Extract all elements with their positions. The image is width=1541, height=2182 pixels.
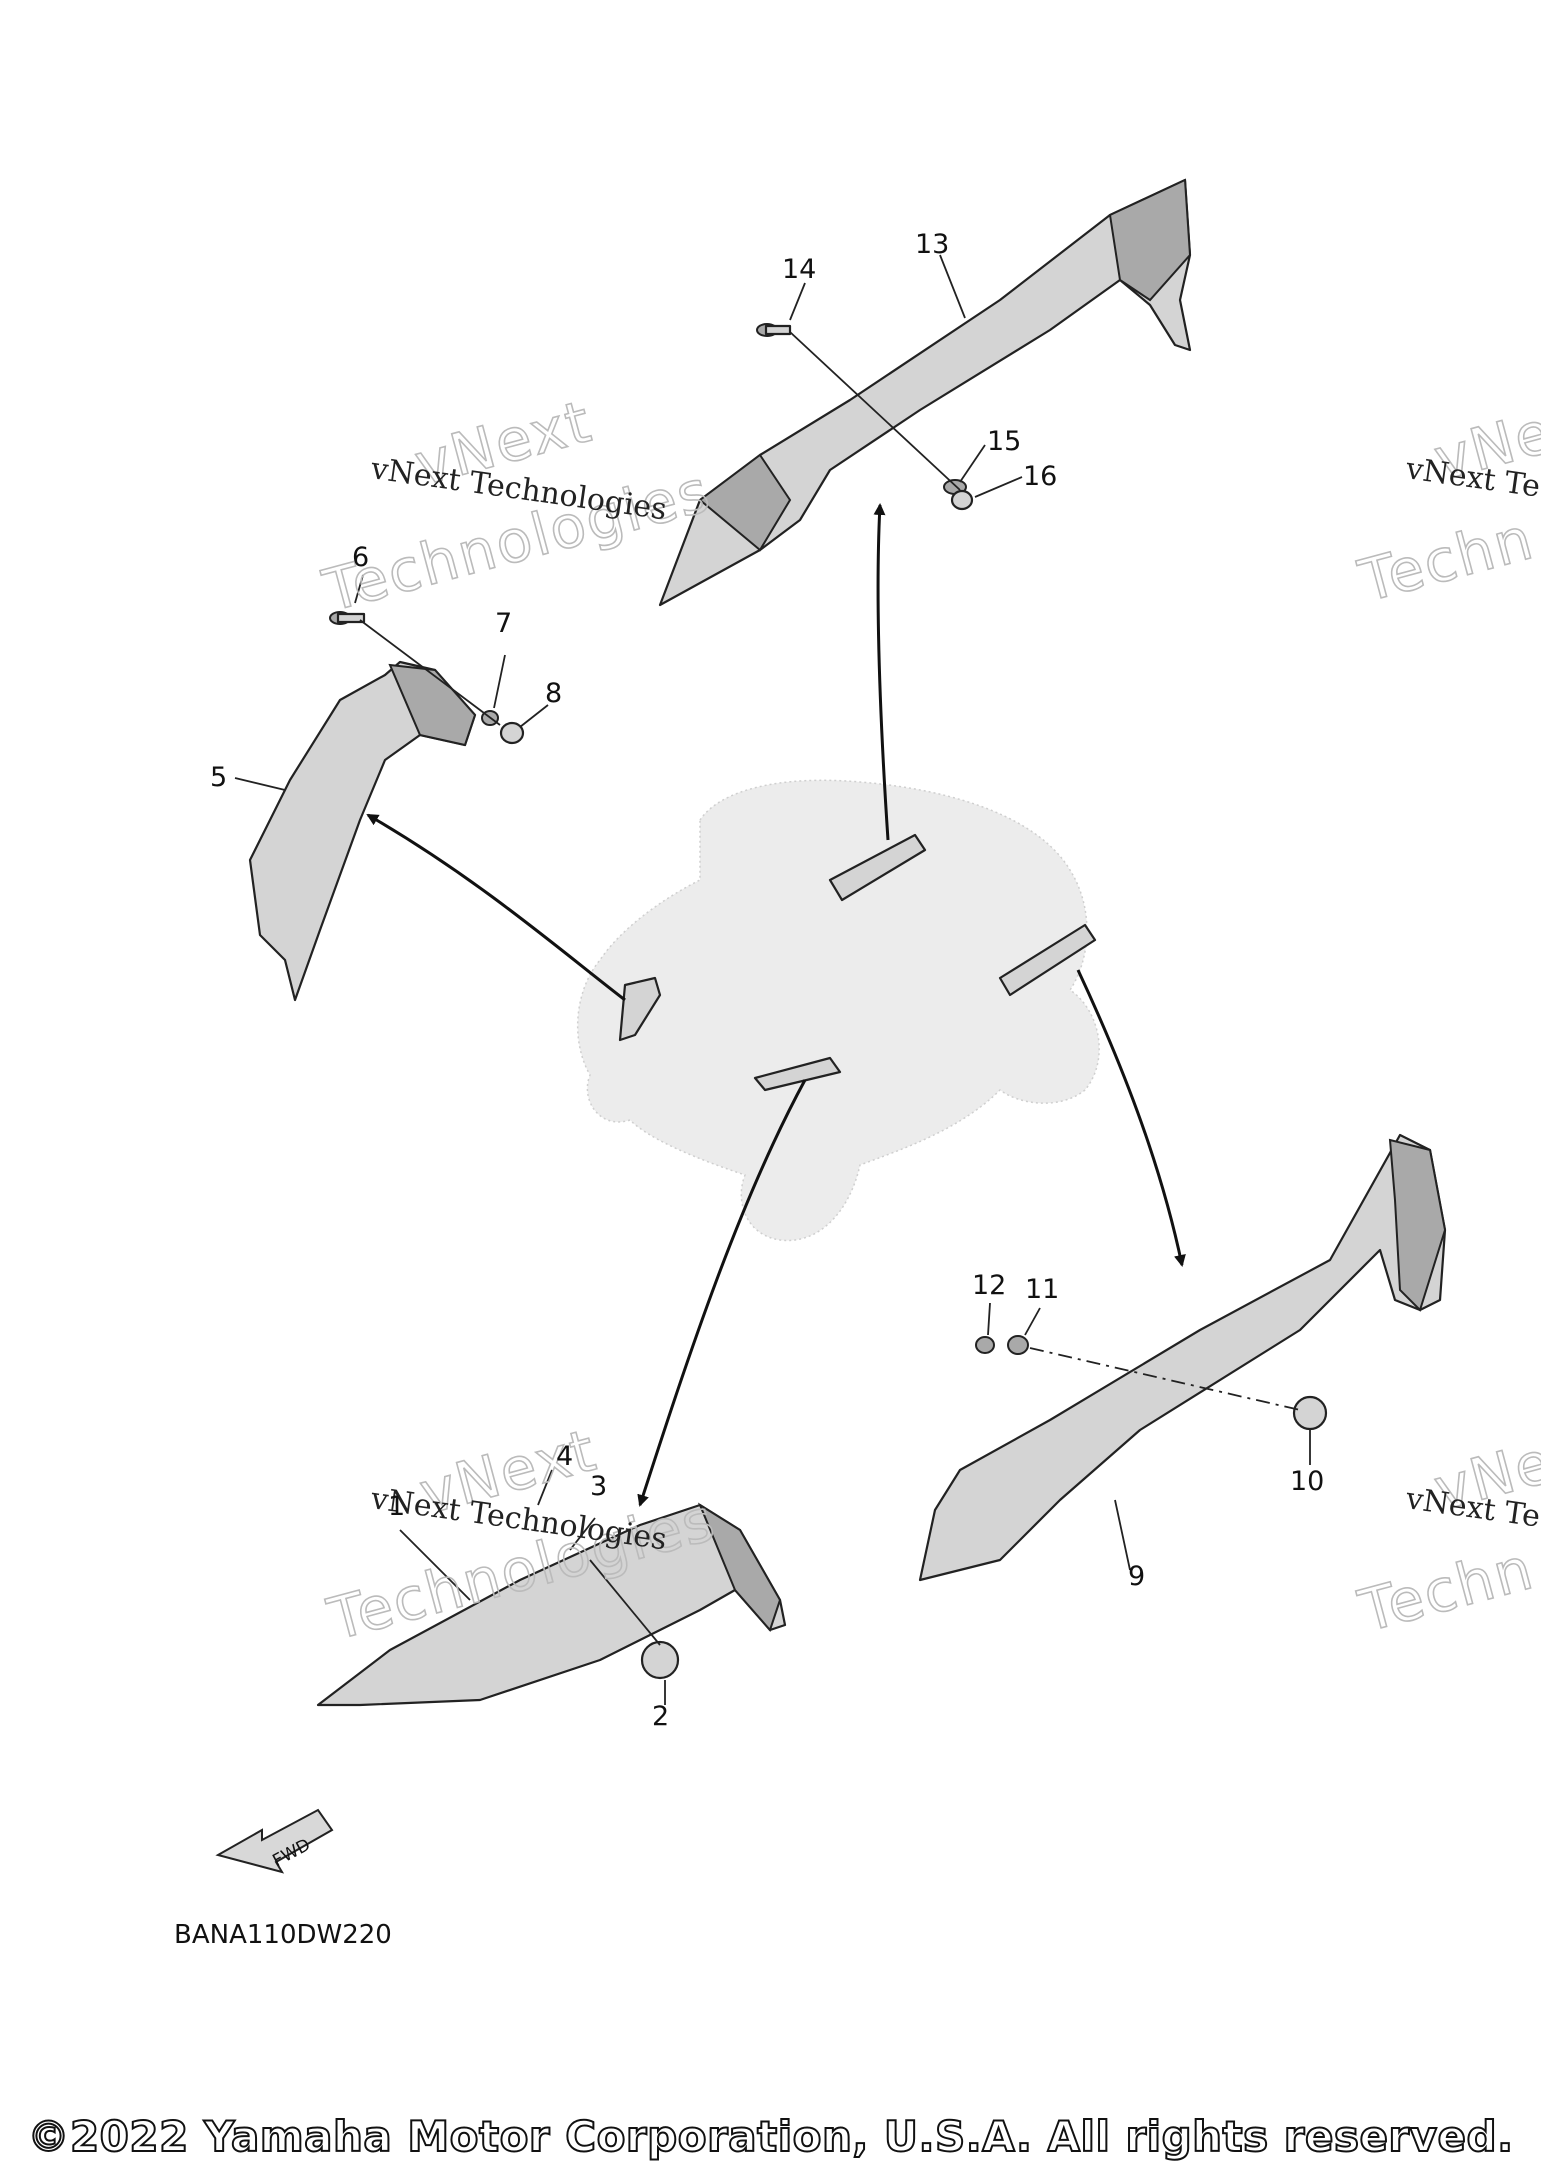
callout-numbers: 1 2 3 4 5 6 7 8 9 10 11 12 13 14 15 16 [210,229,1324,1732]
fasteners [329,323,1328,1680]
callout-10: 10 [1290,1466,1324,1497]
callout-6: 6 [352,542,369,573]
callout-15: 15 [987,426,1021,457]
callout-2: 2 [652,1701,669,1732]
assembly-lines [359,331,1301,1646]
connection-arrows [366,503,1186,1507]
copyright-notice: ©2022 Yamaha Motor Corporation, U.S.A. A… [26,2111,1514,2162]
mount-tabs [618,833,1097,1092]
callout-leaders [234,254,1311,1705]
callout-11: 11 [1025,1274,1059,1305]
part-9-guard [918,1133,1447,1582]
svg-text:Techn: Techn [1352,1534,1541,1646]
callout-5: 5 [210,762,227,793]
callout-14: 14 [782,254,816,285]
vehicle-outline [576,779,1100,1242]
callout-12: 12 [972,1270,1006,1301]
part-5-guard [248,660,477,1002]
callout-16: 16 [1023,461,1057,492]
part-13-guard [658,178,1192,607]
callout-3: 3 [590,1471,607,1502]
callout-4: 4 [556,1441,573,1472]
callout-9: 9 [1128,1561,1145,1592]
callout-13: 13 [915,229,949,260]
callout-7: 7 [495,608,512,639]
diagram-code: BANA110DW220 [174,1920,392,1950]
callout-1: 1 [388,1491,405,1522]
svg-text:Techn: Techn [1352,504,1541,616]
callout-8: 8 [545,678,562,709]
fwd-arrow: FWD [215,1808,334,1874]
part-1-guard [316,1502,787,1707]
